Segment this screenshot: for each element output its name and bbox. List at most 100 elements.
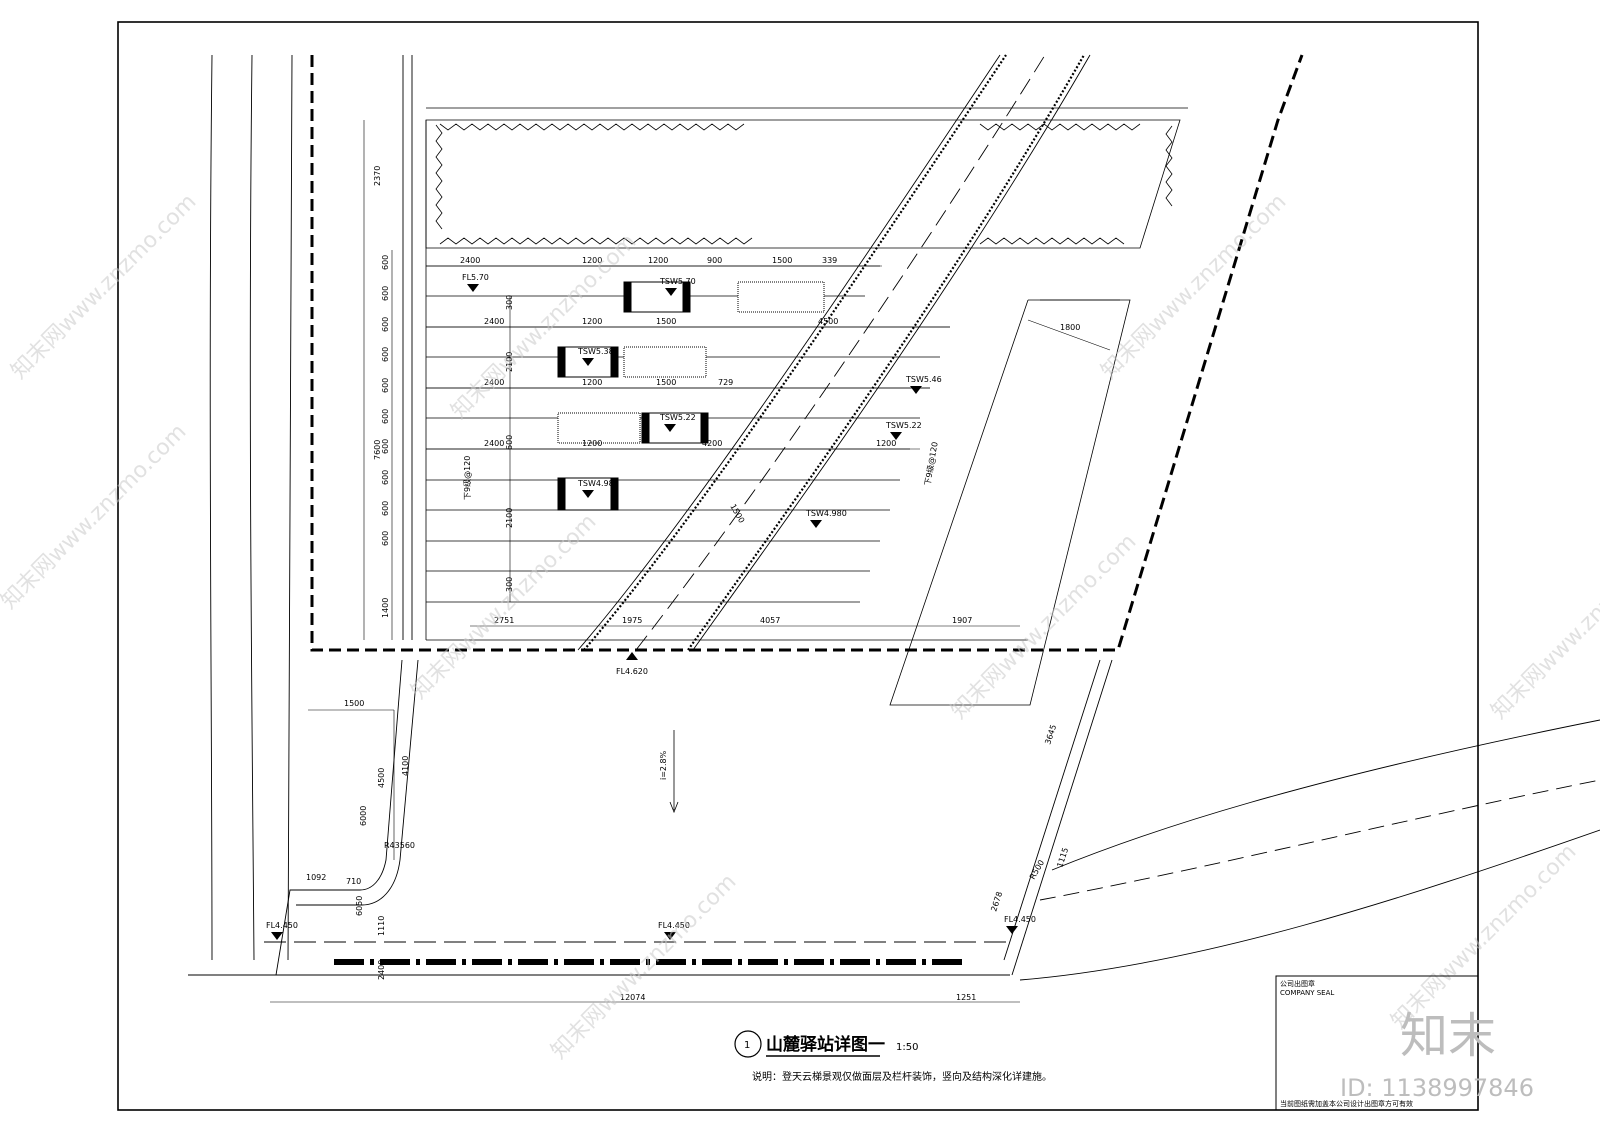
dim-label: 7600 <box>373 440 382 460</box>
level-label: FL4.450 <box>658 921 690 930</box>
dim-label: 1200 <box>582 439 602 448</box>
title-scale: 1:50 <box>896 1042 918 1053</box>
dim-label: 1500 <box>656 317 676 326</box>
watermark-text: 知末网www.znzmo.com <box>407 509 602 704</box>
dimension-lines <box>270 120 1111 1003</box>
dim-label: 1200 <box>582 256 602 265</box>
dim-label: 1092 <box>306 873 326 882</box>
level-label: TSW5.22 <box>885 421 922 430</box>
dim-label: 600 <box>381 347 390 362</box>
dim-label: 600 <box>381 531 390 546</box>
level-triangle-icon <box>810 520 822 528</box>
title-number-circle <box>734 1030 762 1058</box>
stair-label: 下9级@120 <box>462 456 472 500</box>
dim-label: 1110 <box>377 916 386 936</box>
dim-label: 1907 <box>952 616 972 625</box>
dim-label: 2751 <box>494 616 514 625</box>
slope-label: i=2.8% <box>659 750 668 780</box>
level-label: TSW5.46 <box>905 375 942 384</box>
dim-label: 600 <box>381 501 390 516</box>
dimension-labels: 2400 1200 1200 900 1500 339 2400 1200 15… <box>306 166 1080 1002</box>
dim-label: 4100 <box>401 756 410 776</box>
dim-label: 4500 <box>377 768 386 788</box>
dim-label: 710 <box>346 877 361 886</box>
dim-label: 2100 <box>505 352 514 372</box>
dim-label: 339 <box>822 256 837 265</box>
dim-label: 6050 <box>355 896 364 916</box>
stair-label: 下9级@120 <box>922 441 940 486</box>
level-label: FL4.450 <box>1004 915 1036 924</box>
level-triangle-icon <box>890 432 902 440</box>
dim-label: 1200 <box>582 317 602 326</box>
level-label: FL5.70 <box>462 273 489 282</box>
seal-heading-en: COMPANY SEAL <box>1280 989 1334 997</box>
dim-label: 12074 <box>620 993 645 1002</box>
watermark-text: 知末网www.znzmo.com <box>1097 189 1292 384</box>
dim-label: R500 <box>1028 858 1046 881</box>
dim-label: 300 <box>505 295 514 310</box>
watermark-text: 知末网www.znzmo.com <box>547 869 742 1064</box>
dim-label: 600 <box>381 286 390 301</box>
watermarks: 知末网www.znzmo.com 知末网www.znzmo.com 知末网www… <box>0 189 1600 1064</box>
dim-label: 4057 <box>760 616 780 625</box>
sheet-frame <box>117 21 1479 1111</box>
dim-label: 600 <box>381 409 390 424</box>
level-triangle-icon <box>910 386 922 394</box>
level-triangle-icon <box>582 358 594 366</box>
page-title: 山麓驿站详图一 <box>766 1034 885 1055</box>
brand-watermark: 知末 <box>1400 1008 1496 1064</box>
level-label: FL4.450 <box>266 921 298 930</box>
level-triangle-icon <box>582 490 594 498</box>
dim-label: 300 <box>505 577 514 592</box>
dim-label: 2400 <box>377 960 386 980</box>
dim-label: 2100 <box>505 508 514 528</box>
level-label: TSW5.70 <box>659 277 696 286</box>
dim-label: 1800 <box>1060 323 1080 332</box>
level-triangle-icon <box>271 932 283 940</box>
dim-label: 600 <box>381 378 390 393</box>
dim-label: 2400 <box>484 378 504 387</box>
watermark-text: 知末网www.znzmo.com <box>1487 529 1600 724</box>
dim-label: 1400 <box>381 598 390 618</box>
dim-label: 729 <box>718 378 733 387</box>
slope-arrow-icon <box>669 730 679 814</box>
title-note: 说明：登天云梯景观仅做面层及栏杆装饰，竖向及结构深化详建施。 <box>752 1070 1052 1083</box>
dim-label: 2400 <box>484 317 504 326</box>
dim-label: 2400 <box>460 256 480 265</box>
watermark-text: 知末网www.znzmo.com <box>0 419 191 614</box>
site-boundary <box>310 54 1304 652</box>
dim-label: 600 <box>381 255 390 270</box>
dim-label: 4500 <box>818 317 838 326</box>
planting-strip <box>425 107 1188 249</box>
seal-footer: 当前图纸需加盖本公司设计出图章方可有效 <box>1280 1099 1413 1108</box>
level-label: TSW5.22 <box>659 413 696 422</box>
dim-label: 1500 <box>656 378 676 387</box>
level-label: FL4.620 <box>616 667 648 676</box>
level-triangle-icon <box>664 424 676 432</box>
level-triangle-icon <box>665 288 677 296</box>
dim-label: 2678 <box>989 890 1004 912</box>
dim-label: 1500 <box>772 256 792 265</box>
title-number: 1 <box>744 1040 750 1051</box>
dim-label: 3645 <box>1043 723 1058 745</box>
drawing-title: 1 山麓驿站详图一 1:50 说明：登天云梯景观仅做面层及栏杆装饰，竖向及结构深… <box>734 1030 1052 1083</box>
level-label: TSW4.98 <box>577 479 614 488</box>
dim-label: 1251 <box>956 993 976 1002</box>
dim-label: 1115 <box>1055 846 1070 868</box>
dim-label: 2370 <box>373 166 382 186</box>
watermark-text: 知末网www.znzmo.com <box>7 189 202 384</box>
dim-label: 2400 <box>484 439 504 448</box>
id-watermark: ID: 1138997846 <box>1340 1074 1534 1102</box>
dim-label: 4200 <box>702 439 722 448</box>
watermark-text: 知末网www.znzmo.com <box>1387 839 1582 1034</box>
level-markers: FL5.70 TSW5.70 TSW5.380 TSW5.22 TSW4.98 … <box>266 273 1036 940</box>
lower-plaza <box>188 659 1600 981</box>
level-label: TSW5.380 <box>577 347 619 356</box>
dim-label: R43560 <box>384 841 415 850</box>
seal-heading: 公司出图章 <box>1280 979 1315 988</box>
dim-label: 600 <box>505 435 514 450</box>
watermark-text: 知末网www.znzmo.com <box>947 529 1142 724</box>
dim-label: 900 <box>707 256 722 265</box>
dim-label: 1500 <box>728 503 746 525</box>
